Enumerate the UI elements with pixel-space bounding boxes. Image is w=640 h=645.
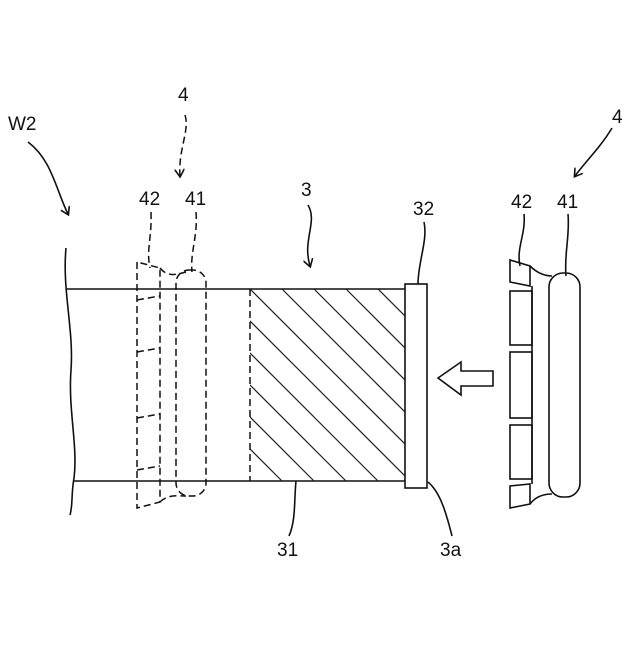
leader-31 <box>289 481 296 536</box>
leader-4-ghost <box>180 115 186 176</box>
part-41-roller <box>549 273 580 497</box>
hatch-line <box>250 289 442 481</box>
end-layer-32 <box>405 284 427 488</box>
hatch-line <box>218 289 410 481</box>
label-42-ghost: 42 <box>139 189 160 210</box>
leader-W2 <box>28 142 68 214</box>
tool-assembly <box>510 260 580 508</box>
hatch-line <box>378 289 570 481</box>
label-41-ghost: 41 <box>185 189 206 210</box>
leader-4 <box>575 128 612 176</box>
leader-42 <box>519 214 524 266</box>
hatch-line <box>314 289 506 481</box>
body-hatched-region <box>58 289 602 481</box>
leader-3 <box>308 205 312 266</box>
push-arrow <box>438 362 493 395</box>
hatch-line <box>90 289 282 481</box>
label-4-ghost: 4 <box>178 85 189 106</box>
leader-41 <box>566 214 569 276</box>
label-41: 41 <box>557 192 578 213</box>
hatch-line <box>186 289 378 481</box>
hatch-line <box>282 289 474 481</box>
label-3a: 3a <box>440 540 462 561</box>
ghost-tool-assembly <box>137 262 206 508</box>
hatch-line <box>58 289 250 481</box>
label-W2: W2 <box>8 114 37 135</box>
label-32: 32 <box>413 199 434 220</box>
leader-42-ghost <box>149 212 152 268</box>
label-42: 42 <box>511 192 532 213</box>
leader-3a <box>428 482 452 536</box>
hatch-line <box>122 289 314 481</box>
leader-32 <box>418 222 425 284</box>
workpiece-edge <box>65 248 75 515</box>
label-4: 4 <box>612 107 623 128</box>
hatch-line <box>410 289 602 481</box>
leader-41-ghost <box>192 212 197 272</box>
label-31: 31 <box>277 540 298 561</box>
label-3: 3 <box>301 180 312 201</box>
